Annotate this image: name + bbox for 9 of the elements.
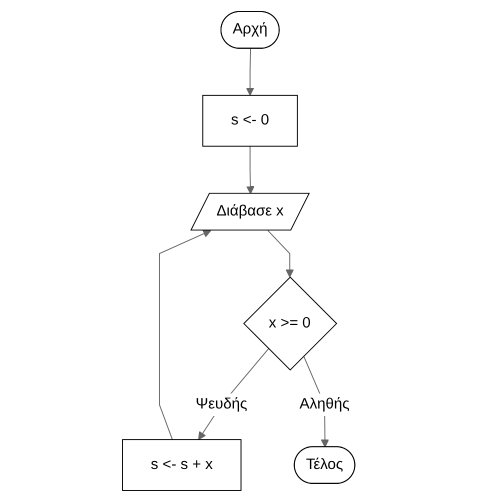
node-box: s <- s + x (122, 439, 242, 491)
edge-label: Αληθής (300, 396, 350, 412)
arrow (159, 230, 212, 440)
node-box: s <- 0 (202, 94, 298, 147)
node-diamond: x >= 0 (244, 276, 338, 371)
arrow (268, 230, 294, 278)
arrow (246, 146, 255, 194)
arrow (246, 48, 255, 96)
edge-label: Ψευδής (196, 396, 248, 412)
